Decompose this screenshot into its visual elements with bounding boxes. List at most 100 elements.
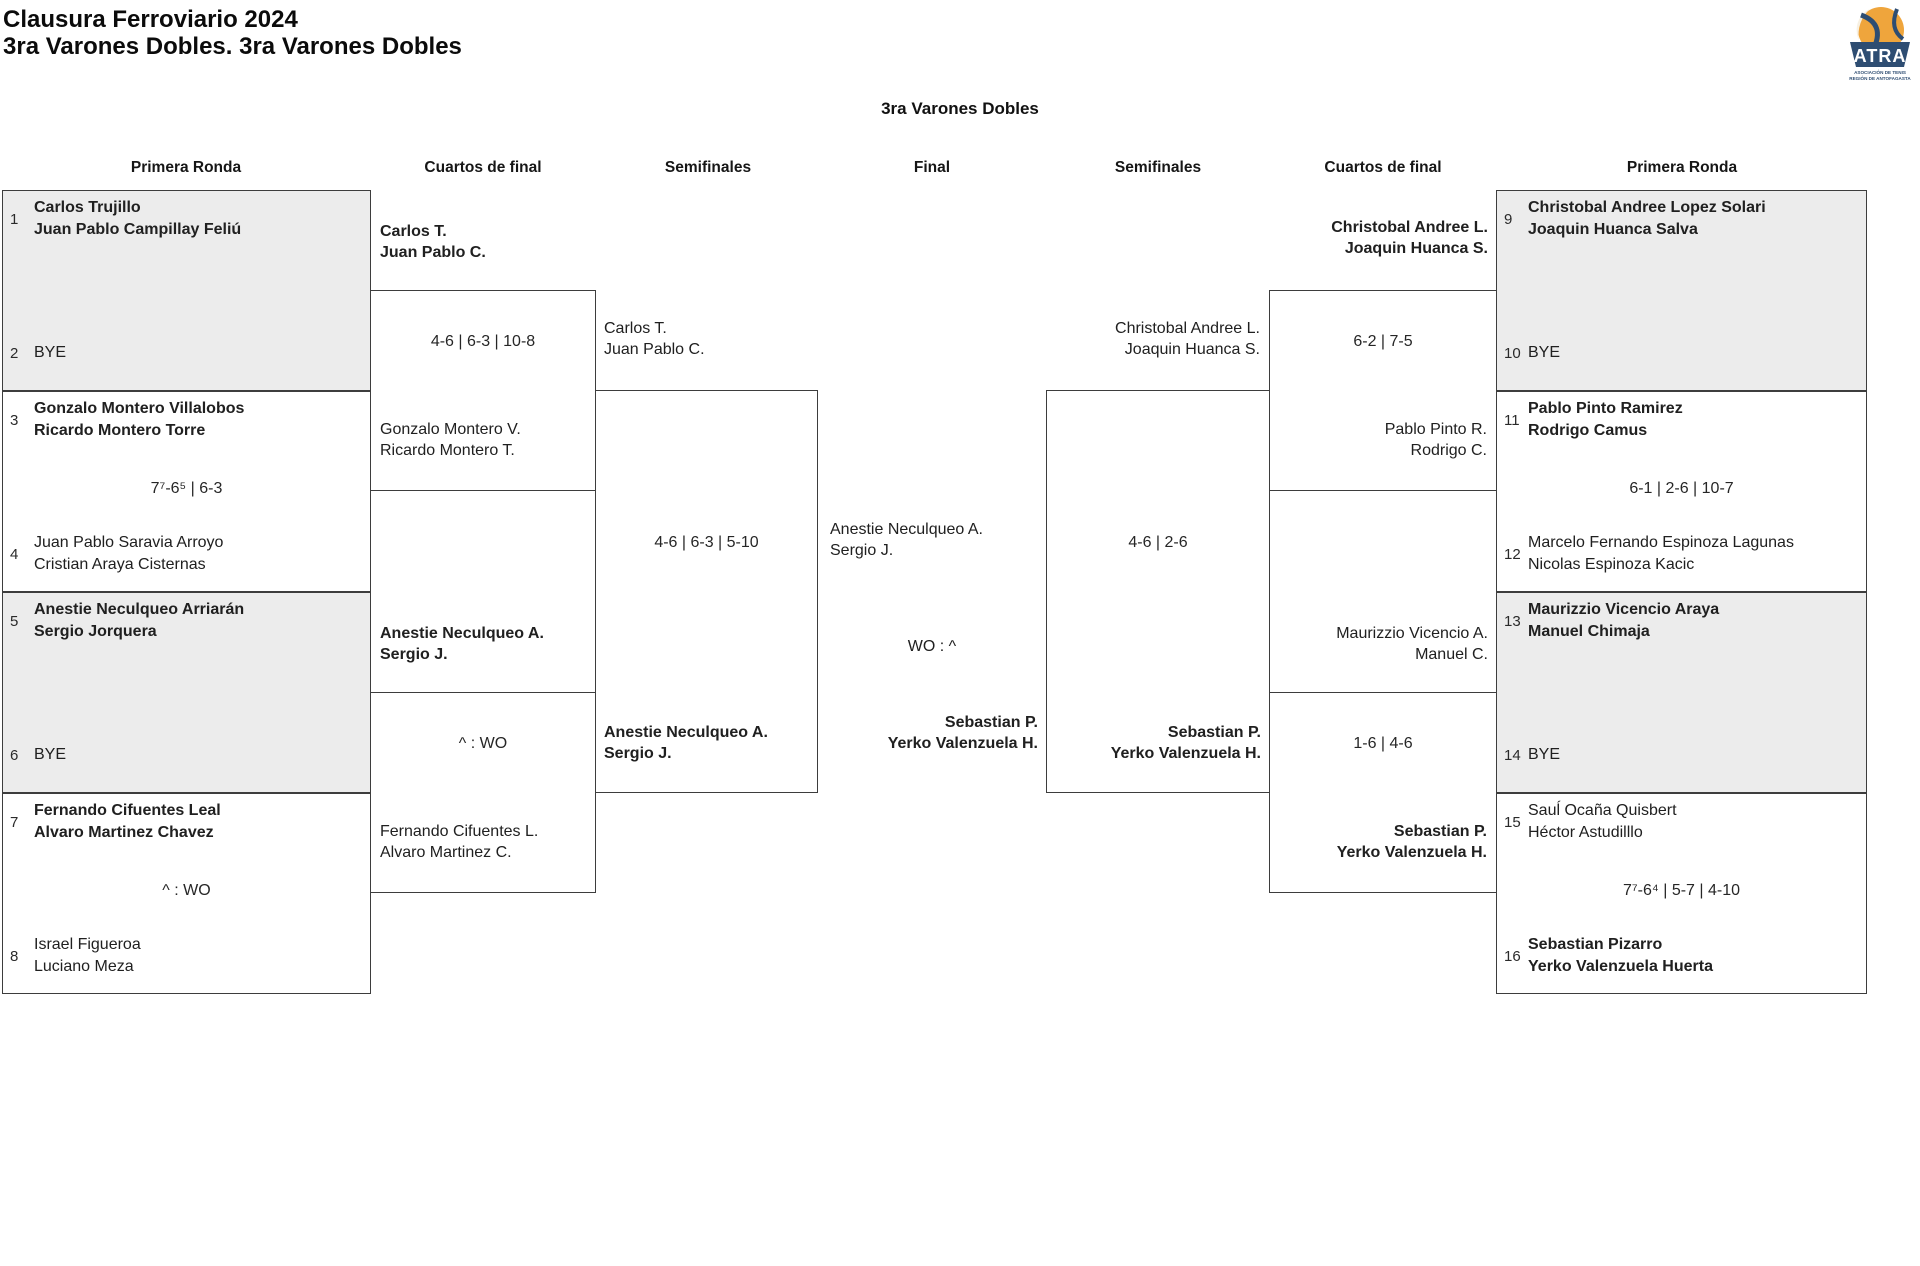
player-name: Gonzalo Montero Villalobos — [34, 400, 245, 417]
player-name: Anestie Neculqueo Arriarán — [34, 601, 245, 618]
entry-names: Fernando Cifuentes Leal Alvaro Martinez … — [34, 800, 221, 844]
entry-names: Juan Pablo Saravia Arroyo Cristian Araya… — [34, 532, 223, 576]
bracket-entry-4: 4 Juan Pablo Saravia Arroyo Cristian Ara… — [3, 530, 370, 578]
player-name: Carlos T. — [604, 320, 667, 337]
tennis-ball-icon — [1856, 7, 1905, 53]
first-round-left-box-3: 5 Anestie Neculqueo Arriarán Sergio Jorq… — [2, 592, 371, 793]
match-score: 7⁷-6⁴ | 5-7 | 4-10 — [1622, 882, 1741, 899]
logo-org-line2: REGIÓN DE ANTOFAGASTA — [1849, 74, 1911, 81]
entry-seed: 9 — [1504, 210, 1513, 228]
entry-names: Carlos Trujillo Juan Pablo Campillay Fel… — [34, 197, 241, 241]
entry-names: Gonzalo Montero Villalobos Ricardo Monte… — [34, 398, 244, 442]
bracket-entry-8: 8 Israel Figueroa Luciano Meza — [3, 932, 370, 980]
player-name: Anestie Neculqueo A. — [830, 521, 983, 538]
player-name: Alvaro Martinez Chavez — [34, 824, 214, 841]
logo-banner — [1850, 42, 1910, 67]
final-winner-team: Sebastian P. Yerko Valenzuela H. — [818, 712, 1038, 754]
player-name: Joaquin Huanca Salva — [1528, 221, 1698, 238]
bracket-entry-3: 3 Gonzalo Montero Villalobos Ricardo Mon… — [3, 396, 370, 444]
qf-left-2-bottom-team: Fernando Cifuentes L. Alvaro Martinez C. — [380, 821, 538, 863]
player-name: Cristian Araya Cisternas — [34, 556, 206, 573]
player-name: BYE — [1528, 344, 1561, 361]
logo-acronym: ATRA — [1854, 46, 1907, 66]
player-name: Sebastian P. — [1167, 724, 1261, 741]
bracket-entry-14: 14 BYE — [1497, 731, 1866, 779]
player-name: Juan Pablo C. — [604, 341, 705, 358]
match-score: ^ : WO — [458, 735, 508, 752]
qf-left-1-box: 4-6 | 6-3 | 10-8 Gonzalo Montero V. Rica… — [370, 290, 596, 491]
player-name: Sergio J. — [830, 542, 894, 559]
bracket-entry-5: 5 Anestie Neculqueo Arriarán Sergio Jorq… — [3, 597, 370, 645]
player-name: Juan Pablo Saravia Arroyo — [34, 534, 224, 551]
entry-names: BYE — [1528, 342, 1560, 364]
entry-seed: 3 — [10, 411, 19, 429]
entry-seed: 10 — [1504, 344, 1521, 362]
player-name: Sergio Jorquera — [34, 623, 157, 640]
player-name: Manuel Chimaja — [1528, 623, 1650, 640]
entry-seed: 6 — [10, 746, 19, 764]
player-name: Yerko Valenzuela H. — [1336, 844, 1487, 861]
player-name: Joaquin Huanca S. — [1344, 240, 1488, 257]
page-title: Clausura Ferroviario 2024 3ra Varones Do… — [3, 6, 462, 60]
bracket-entry-13: 13 Maurizzio Vicencio Araya Manuel Chima… — [1497, 597, 1866, 645]
round-header-final: Final — [913, 159, 951, 176]
entry-seed: 15 — [1504, 813, 1521, 831]
player-name: Sebastian P. — [944, 714, 1038, 731]
player-name: Fernando Cifuentes Leal — [34, 802, 221, 819]
match-score: 6-2 | 7-5 — [1353, 333, 1413, 350]
first-round-left-box-4: 7 Fernando Cifuentes Leal Alvaro Martine… — [2, 793, 371, 994]
sf-right-top-team: Christobal Andree L. Joaquin Huanca S. — [1046, 318, 1260, 360]
round-header-primera-ronda-left: Primera Ronda — [130, 159, 242, 176]
player-name: Yerko Valenzuela H. — [887, 735, 1038, 752]
entry-names: Christobal Andree Lopez Solari Joaquin H… — [1528, 197, 1766, 241]
qf-right-1-top-team: Christobal Andree L. Joaquin Huanca S. — [1269, 217, 1488, 259]
player-name: Juan Pablo Campillay Feliú — [34, 221, 242, 238]
qf-right-1-bottom-team: Pablo Pinto R. Rodrigo C. — [1385, 419, 1487, 461]
final-top-team: Anestie Neculqueo A. Sergio J. — [830, 519, 983, 561]
player-name: Rodrigo C. — [1410, 442, 1487, 459]
bracket-entry-15: 15 Sauĺ Ocaña Quisbert Héctor Astudilllo — [1497, 798, 1866, 846]
first-round-right-box-3: 13 Maurizzio Vicencio Araya Manuel Chima… — [1496, 592, 1867, 793]
entry-seed: 2 — [10, 344, 19, 362]
player-name: Christobal Andree Lopez Solari — [1528, 199, 1766, 216]
entry-seed: 11 — [1504, 411, 1520, 429]
player-name: Israel Figueroa — [34, 936, 141, 953]
draw-subtitle: 3ra Varones Dobles. 3ra Varones Dobles — [3, 33, 462, 60]
entry-names: BYE — [34, 342, 66, 364]
match-score: 7⁷-6⁵ | 6-3 — [150, 480, 223, 497]
qf-left-1-bottom-team: Gonzalo Montero V. Ricardo Montero T. — [380, 419, 521, 461]
entry-seed: 8 — [10, 947, 19, 965]
bracket-entry-10: 10 BYE — [1497, 329, 1866, 377]
round-header-primera-ronda-right: Primera Ronda — [1626, 159, 1738, 176]
entry-names: Sebastian Pizarro Yerko Valenzuela Huert… — [1528, 934, 1713, 978]
entry-seed: 14 — [1504, 746, 1521, 764]
entry-names: Israel Figueroa Luciano Meza — [34, 934, 141, 978]
player-name: Anestie Neculqueo A. — [380, 625, 544, 642]
player-name: Rodrigo Camus — [1528, 422, 1648, 439]
entry-names: Maurizzio Vicencio Araya Manuel Chimaja — [1528, 599, 1719, 643]
entry-seed: 13 — [1504, 612, 1521, 630]
first-round-right-box-2: 11 Pablo Pinto Ramirez Rodrigo Camus 6-1… — [1496, 391, 1867, 592]
player-name: Juan Pablo C. — [380, 244, 486, 261]
sf-right-bottom-team: Sebastian P. Yerko Valenzuela H. — [1111, 722, 1261, 764]
player-name: Gonzalo Montero V. — [380, 421, 521, 438]
sf-left-bottom-team: Anestie Neculqueo A. Sergio J. — [604, 722, 768, 764]
bracket-entry-1: 1 Carlos Trujillo Juan Pablo Campillay F… — [3, 195, 370, 243]
bracket-entry-16: 16 Sebastian Pizarro Yerko Valenzuela Hu… — [1497, 932, 1866, 980]
sf-left-box: 4-6 | 6-3 | 5-10 Anestie Neculqueo A. Se… — [595, 390, 818, 793]
atra-logo: ATRA ASOCIACIÓN DE TENIS REGIÓN DE ANTOF… — [1849, 7, 1911, 81]
player-name: Yerko Valenzuela Huerta — [1528, 958, 1713, 975]
player-name: Sauĺ Ocaña Quisbert — [1528, 802, 1677, 819]
qf-left-2-box: ^ : WO Fernando Cifuentes L. Alvaro Mart… — [370, 692, 596, 893]
round-header-semifinales-right: Semifinales — [1114, 159, 1202, 176]
entry-names: Anestie Neculqueo Arriarán Sergio Jorque… — [34, 599, 244, 643]
bracket-entry-12: 12 Marcelo Fernando Espinoza Lagunas Nic… — [1497, 530, 1866, 578]
entry-seed: 7 — [10, 813, 19, 831]
player-name: Christobal Andree L. — [1331, 219, 1488, 236]
logo-org-line1: ASOCIACIÓN DE TENIS — [1854, 68, 1906, 75]
qf-left-2-top-team: Anestie Neculqueo A. Sergio J. — [380, 623, 544, 665]
first-round-left-box-2: 3 Gonzalo Montero Villalobos Ricardo Mon… — [2, 391, 371, 592]
player-name: Ricardo Montero T. — [380, 442, 515, 459]
player-name: BYE — [34, 746, 67, 763]
player-name: Sergio J. — [604, 745, 672, 762]
